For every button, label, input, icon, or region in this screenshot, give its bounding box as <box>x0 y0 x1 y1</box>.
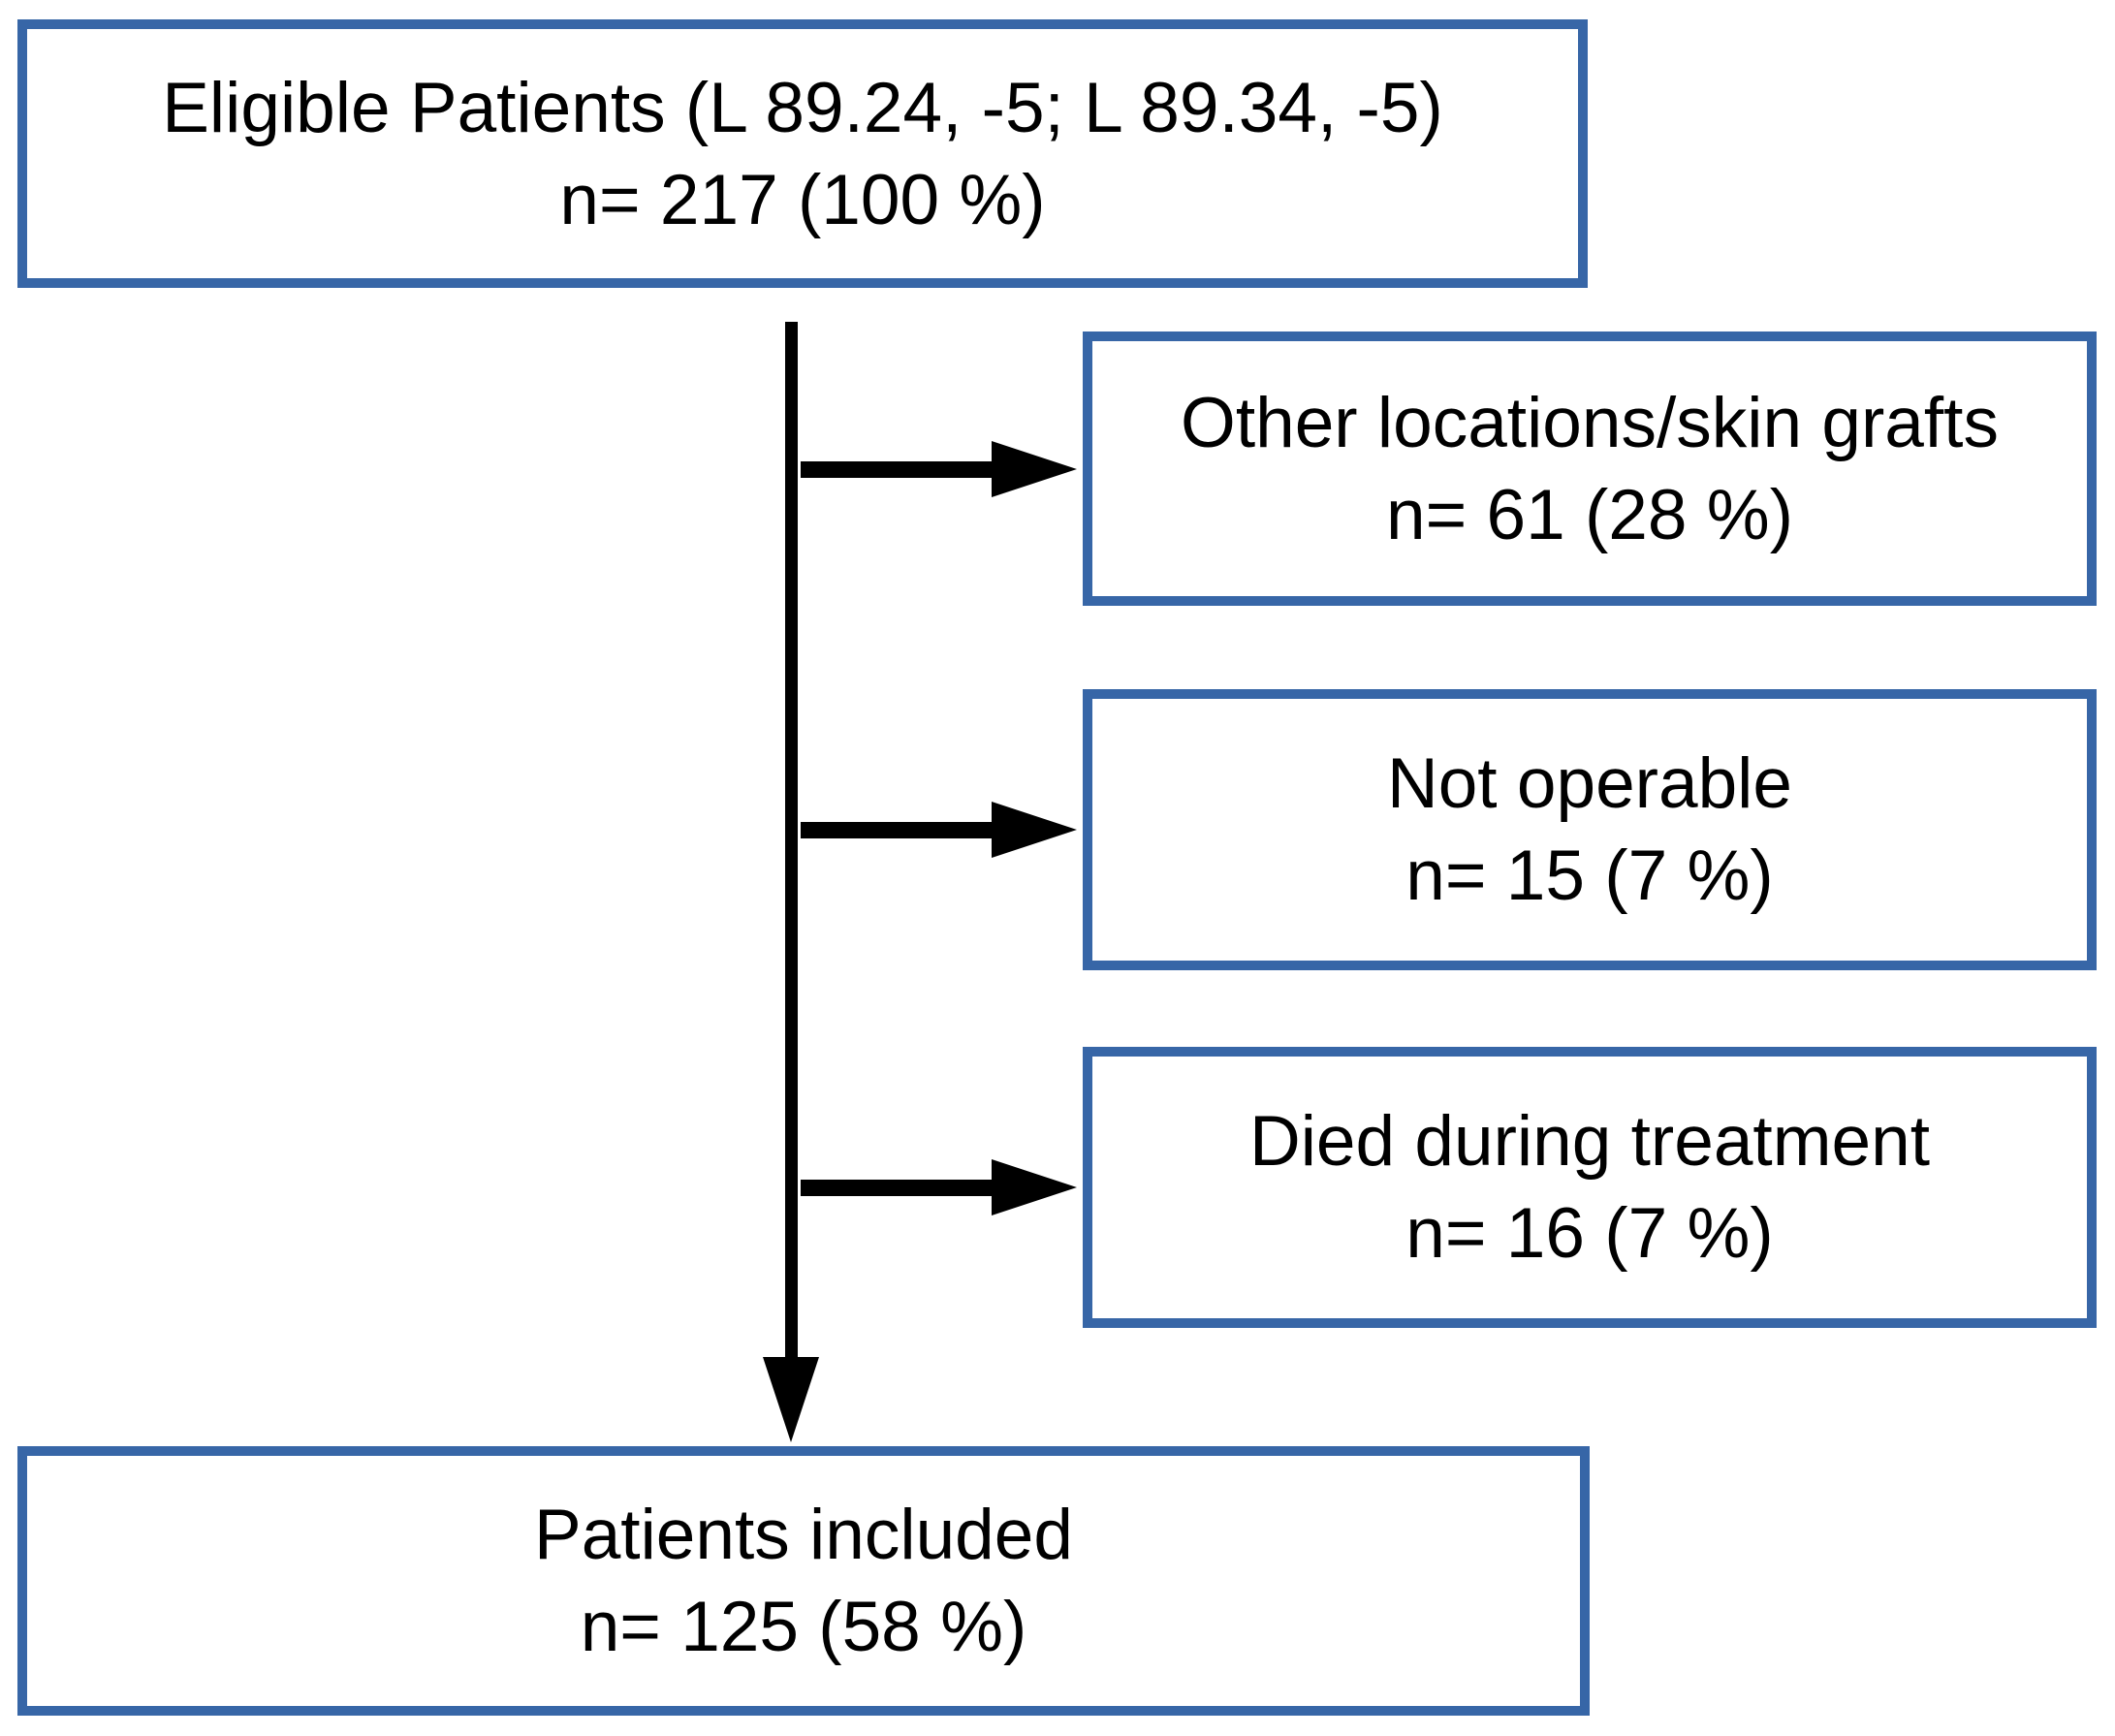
box-other-locations-title: Other locations/skin grafts <box>1181 383 1999 462</box>
box-eligible-patients-title: Eligible Patients (L 89.24, -5; L 89.34,… <box>162 68 1443 147</box>
box-eligible-patients-count: n= 217 (100 %) <box>559 160 1046 239</box>
box-patients-included-count: n= 125 (58 %) <box>580 1588 1027 1666</box>
box-patients-included-title: Patients included <box>534 1496 1073 1574</box>
box-other-locations: Other locations/skin grafts n= 61 (28 %) <box>1083 331 2097 606</box>
main-flow-arrow-shaft <box>785 322 798 1357</box>
box-patients-included: Patients included n= 125 (58 %) <box>17 1446 1590 1716</box>
arrow-to-not-operable-shaft <box>801 822 992 838</box>
box-not-operable-title: Not operable <box>1386 744 1792 823</box>
arrow-to-other-locations-shaft <box>801 461 992 478</box>
box-not-operable: Not operable n= 15 (7 %) <box>1083 689 2097 970</box>
arrow-to-died-during-treatment-shaft <box>801 1180 992 1196</box>
box-eligible-patients: Eligible Patients (L 89.24, -5; L 89.34,… <box>17 19 1588 288</box>
box-not-operable-count: n= 15 (7 %) <box>1405 836 1774 915</box>
box-died-during-treatment: Died during treatment n= 16 (7 %) <box>1083 1047 2097 1328</box>
box-other-locations-count: n= 61 (28 %) <box>1386 475 1793 554</box>
box-died-during-treatment-title: Died during treatment <box>1249 1102 1930 1181</box>
main-flow-arrowhead-icon <box>763 1357 819 1442</box>
box-died-during-treatment-count: n= 16 (7 %) <box>1405 1194 1774 1273</box>
arrow-to-other-locations-arrowhead-icon <box>992 441 1077 497</box>
arrow-to-not-operable-arrowhead-icon <box>992 802 1077 858</box>
arrow-to-died-during-treatment-arrowhead-icon <box>992 1159 1077 1215</box>
